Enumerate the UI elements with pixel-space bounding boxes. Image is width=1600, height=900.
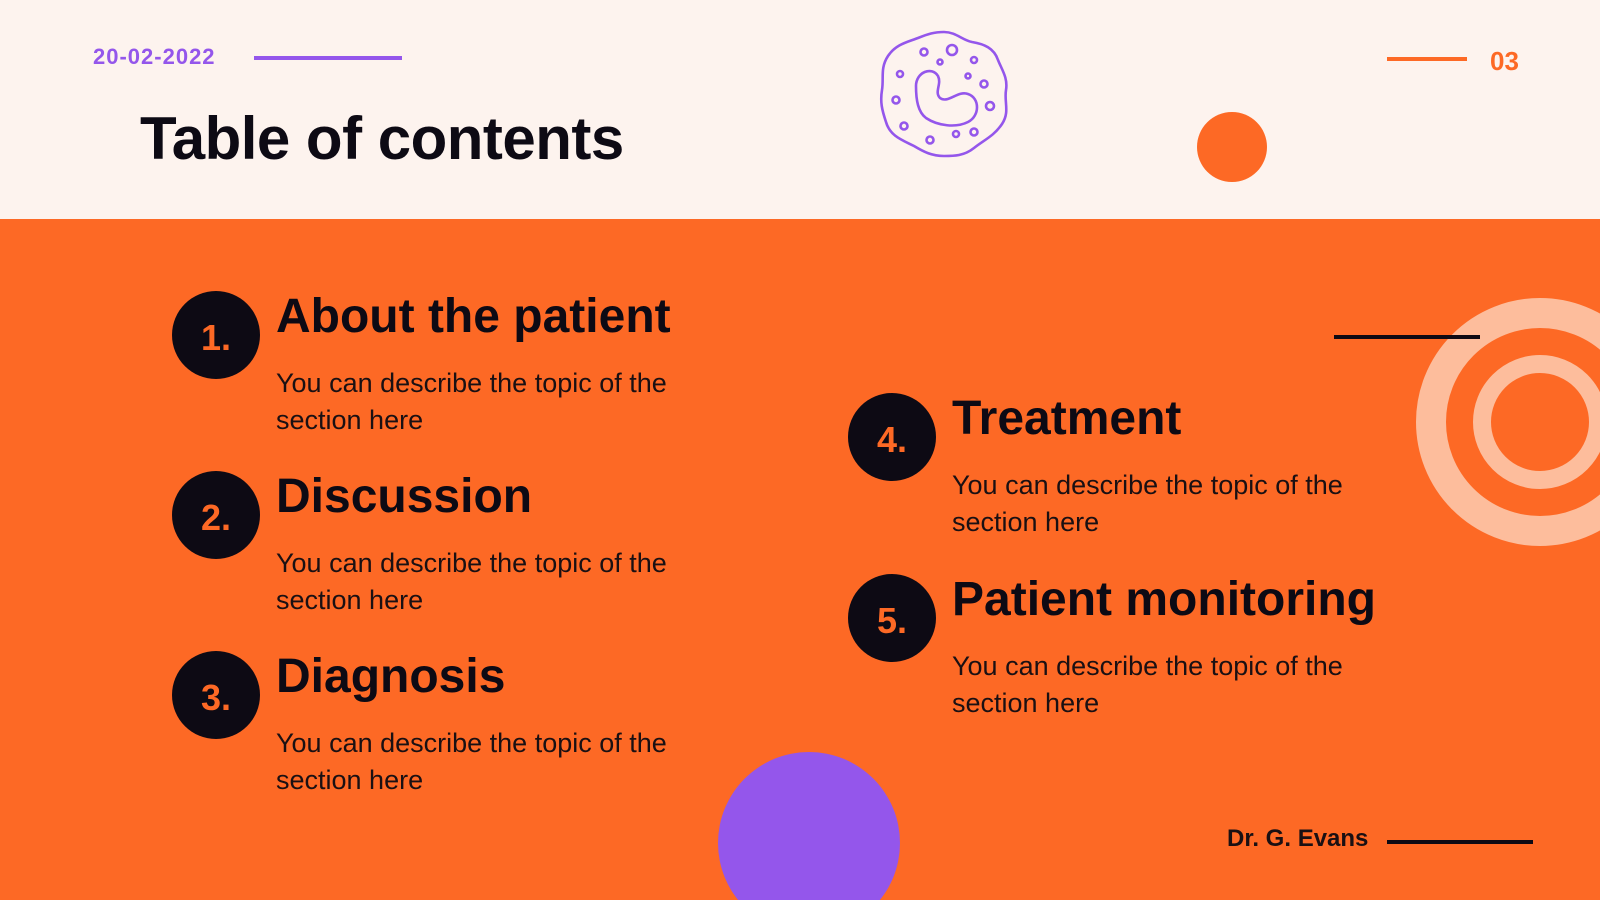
- page-title: Table of contents: [140, 105, 624, 172]
- toc-number-badge: 1.: [172, 291, 260, 379]
- author-name: Dr. G. Evans: [1227, 825, 1369, 852]
- header-band: [0, 0, 1600, 219]
- toc-number-badge: 5.: [848, 574, 936, 662]
- toc-item-description: You can describe the topic of the sectio…: [276, 368, 667, 435]
- page-number-divider-line: [1387, 57, 1467, 61]
- cell-icon: [879, 30, 1008, 158]
- toc-item-description: You can describe the topic of the sectio…: [952, 470, 1343, 537]
- toc-item-title: About the patient: [276, 290, 671, 343]
- purple-circle-decoration: [718, 752, 900, 900]
- toc-item-description: You can describe the topic of the sectio…: [952, 651, 1343, 718]
- toc-number-badge: 4.: [848, 393, 936, 481]
- date-divider-line: [254, 56, 402, 60]
- toc-item-title: Patient monitoring: [952, 573, 1376, 626]
- black-divider-line: [1334, 335, 1480, 339]
- toc-item-description: You can describe the topic of the sectio…: [276, 548, 667, 615]
- toc-number-badge: 3.: [172, 651, 260, 739]
- concentric-circles-icon: [1416, 298, 1600, 546]
- toc-item-title: Discussion: [276, 470, 533, 523]
- toc-item-title: Diagnosis: [276, 650, 506, 703]
- slide-date: 20-02-2022: [93, 44, 216, 69]
- toc-number-badge: 2.: [172, 471, 260, 559]
- page-number: 03: [1490, 46, 1519, 76]
- toc-item-title: Treatment: [952, 392, 1182, 445]
- orange-dot-decoration: [1197, 112, 1267, 182]
- author-divider-line: [1387, 840, 1533, 844]
- toc-item-description: You can describe the topic of the sectio…: [276, 728, 667, 795]
